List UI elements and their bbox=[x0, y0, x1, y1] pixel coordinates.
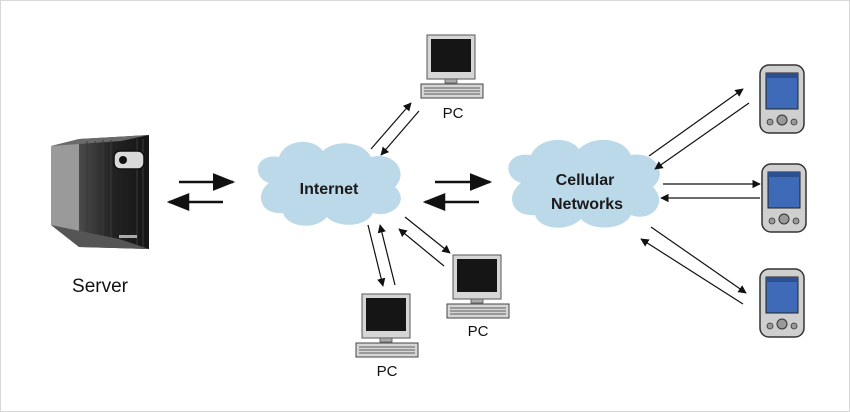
arrow-pda-bottom-to-cellular bbox=[640, 238, 744, 305]
pda-middle-icon bbox=[761, 163, 807, 233]
internet-label: Internet bbox=[300, 181, 359, 198]
server-internet-arrows bbox=[166, 173, 236, 211]
server-label: Server bbox=[72, 276, 129, 297]
cellular-label-line2: Networks bbox=[551, 196, 623, 213]
server-icon bbox=[51, 135, 149, 249]
pc-bottom-left-label: PC bbox=[377, 363, 398, 380]
cellular-networks-cloud-icon bbox=[508, 139, 660, 228]
arrow-cellular-to-pda-bottom bbox=[650, 226, 747, 294]
pc-top-label: PC bbox=[443, 105, 464, 122]
arrow-internet-to-pc-bottom-left bbox=[367, 224, 386, 287]
pc-bottom-right-label: PC bbox=[468, 323, 489, 340]
arrow-cellular-to-pda-top bbox=[648, 88, 744, 157]
pc-bottom-right-icon bbox=[446, 254, 510, 319]
arrow-pda-top-to-cellular bbox=[654, 102, 750, 170]
arrow-pc-bottom-right-to-internet bbox=[398, 228, 445, 267]
pc-bottom-left-icon bbox=[355, 293, 419, 358]
internet-cellular-arrows bbox=[422, 173, 493, 211]
arrow-pc-top-to-internet bbox=[380, 110, 420, 156]
cellular-label-line1: Cellular bbox=[556, 172, 615, 189]
pda-bottom-icon bbox=[759, 268, 805, 338]
arrow-pc-bottom-left-to-internet bbox=[377, 224, 396, 286]
pc-top-icon bbox=[420, 34, 484, 99]
arrow-internet-to-pc-bottom-right bbox=[404, 216, 451, 254]
pda-top-icon bbox=[759, 64, 805, 134]
arrow-internet-to-pc-top bbox=[370, 102, 412, 150]
internet-cloud-icon bbox=[257, 141, 401, 226]
